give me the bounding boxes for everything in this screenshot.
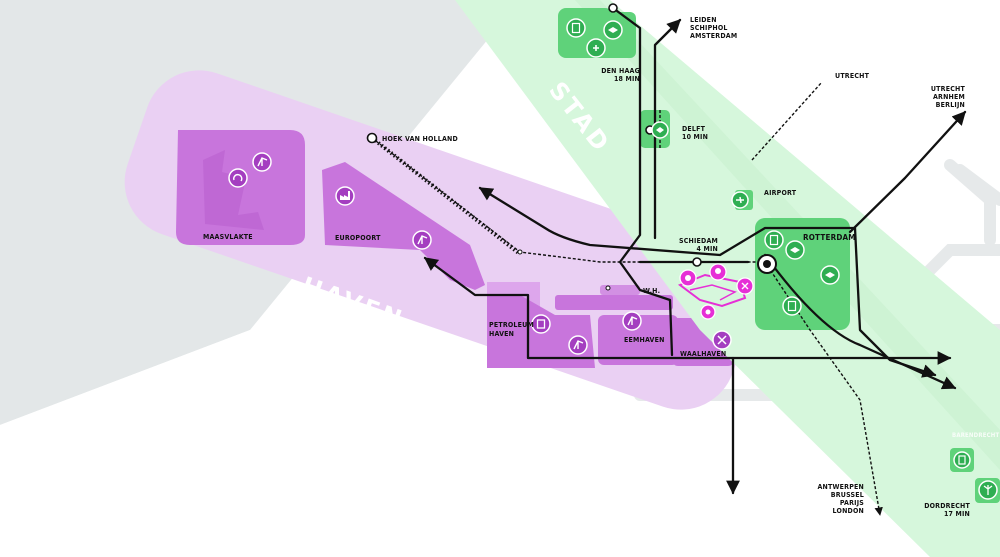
station-minor-1 — [517, 249, 523, 255]
label-amsterdam: AMSTERDAM — [690, 32, 737, 40]
rail-line-leiden — [653, 18, 682, 240]
label-rotterdam: ROTTERDAM — [803, 233, 856, 242]
crane-icon — [412, 230, 432, 250]
innovation-cluster — [677, 263, 754, 320]
label-petroleum-2: HAVEN — [489, 330, 514, 338]
graduation-cap-icon — [785, 240, 805, 260]
label-faint-city: BARENDRECHT — [952, 432, 999, 439]
label-utrecht-2: UTRECHT — [931, 85, 966, 93]
rail-line-east-west — [478, 186, 937, 378]
label-dordrecht: DORDRECHT — [924, 502, 970, 510]
label-delft: DELFT — [682, 125, 706, 133]
label-london: LONDON — [833, 507, 864, 515]
label-brussel: BRUSSEL — [831, 491, 864, 499]
factory-icon — [335, 186, 355, 206]
rail-line-south-east — [763, 253, 957, 390]
station-leiden — [608, 3, 618, 13]
recycle-icon — [228, 168, 248, 188]
dashed-line-utrecht — [751, 81, 823, 161]
station-hoek-van-holland — [366, 132, 378, 144]
label-schiedam: SCHIEDAM — [679, 237, 718, 245]
gear-icon — [700, 304, 716, 320]
graduation-cap-icon — [651, 121, 669, 139]
stad-icons — [566, 18, 998, 500]
plane-icon — [731, 191, 749, 209]
label-schiedam-time: 4 MIN — [697, 245, 718, 253]
label-wh: W.H. — [643, 287, 660, 295]
label-petroleum-1: PETROLEUM — [489, 321, 534, 329]
label-airport: AIRPORT — [764, 189, 797, 197]
label-dordrecht-time: 17 MIN — [944, 510, 970, 518]
label-leiden: LEIDEN — [690, 16, 717, 24]
office-building-icon — [953, 451, 971, 469]
crane-icon — [622, 311, 642, 331]
label-arnhem: ARNHEM — [933, 93, 965, 101]
label-den-haag-time: 18 MIN — [614, 75, 640, 83]
wind-turbine-icon — [978, 480, 998, 500]
label-eemhaven: EEMHAVEN — [624, 336, 665, 344]
dashed-line-dordrecht — [764, 261, 883, 516]
graduation-cap-icon — [820, 265, 840, 285]
tools-icon — [712, 330, 732, 350]
office-building-icon — [764, 230, 784, 250]
label-utrecht: UTRECHT — [835, 72, 870, 80]
station-minor-2 — [605, 285, 611, 291]
label-antwerpen: ANTWERPEN — [817, 483, 864, 491]
label-europoort: EUROPOORT — [335, 234, 381, 242]
label-parijs: PARIJS — [840, 499, 864, 507]
gear-icon — [679, 269, 697, 287]
label-maasvlakte: MAASVLAKTE — [203, 233, 253, 241]
area-labels: MAASVLAKTE EUROPOORT PETROLEUM HAVEN EEM… — [203, 233, 726, 358]
dashed-rail-lines — [370, 81, 883, 516]
rail-line-utrecht-arnhem — [848, 110, 967, 234]
crane-icon — [568, 335, 588, 355]
destination-labels: LEIDEN SCHIPHOL AMSTERDAM DEN HAAG 18 MI… — [382, 16, 999, 518]
label-berlijn: BERLIJN — [936, 101, 965, 109]
office-building-icon — [782, 296, 802, 316]
hospital-icon — [586, 38, 606, 58]
label-den-haag: DEN HAAG — [601, 67, 640, 75]
dashed-line-hoek — [371, 137, 765, 263]
rail-network — [423, 6, 967, 495]
station-schiedam — [692, 257, 702, 267]
tools-icon — [736, 277, 754, 295]
label-schiphol: SCHIPHOL — [690, 24, 728, 32]
office-building-icon — [566, 18, 586, 38]
crane-icon — [252, 152, 272, 172]
lightbulb-icon — [709, 263, 727, 281]
rail-line-haven-south — [423, 256, 952, 365]
label-hoek-van-holland: HOEK VAN HOLLAND — [382, 135, 458, 143]
graduation-cap-icon — [603, 20, 623, 40]
label-delft-time: 10 MIN — [682, 133, 708, 141]
label-waalhaven: WAALHAVEN — [680, 350, 726, 358]
haven-icons — [228, 152, 732, 355]
fuel-tank-icon — [531, 314, 551, 334]
rotterdam-centre-icon — [757, 254, 777, 274]
